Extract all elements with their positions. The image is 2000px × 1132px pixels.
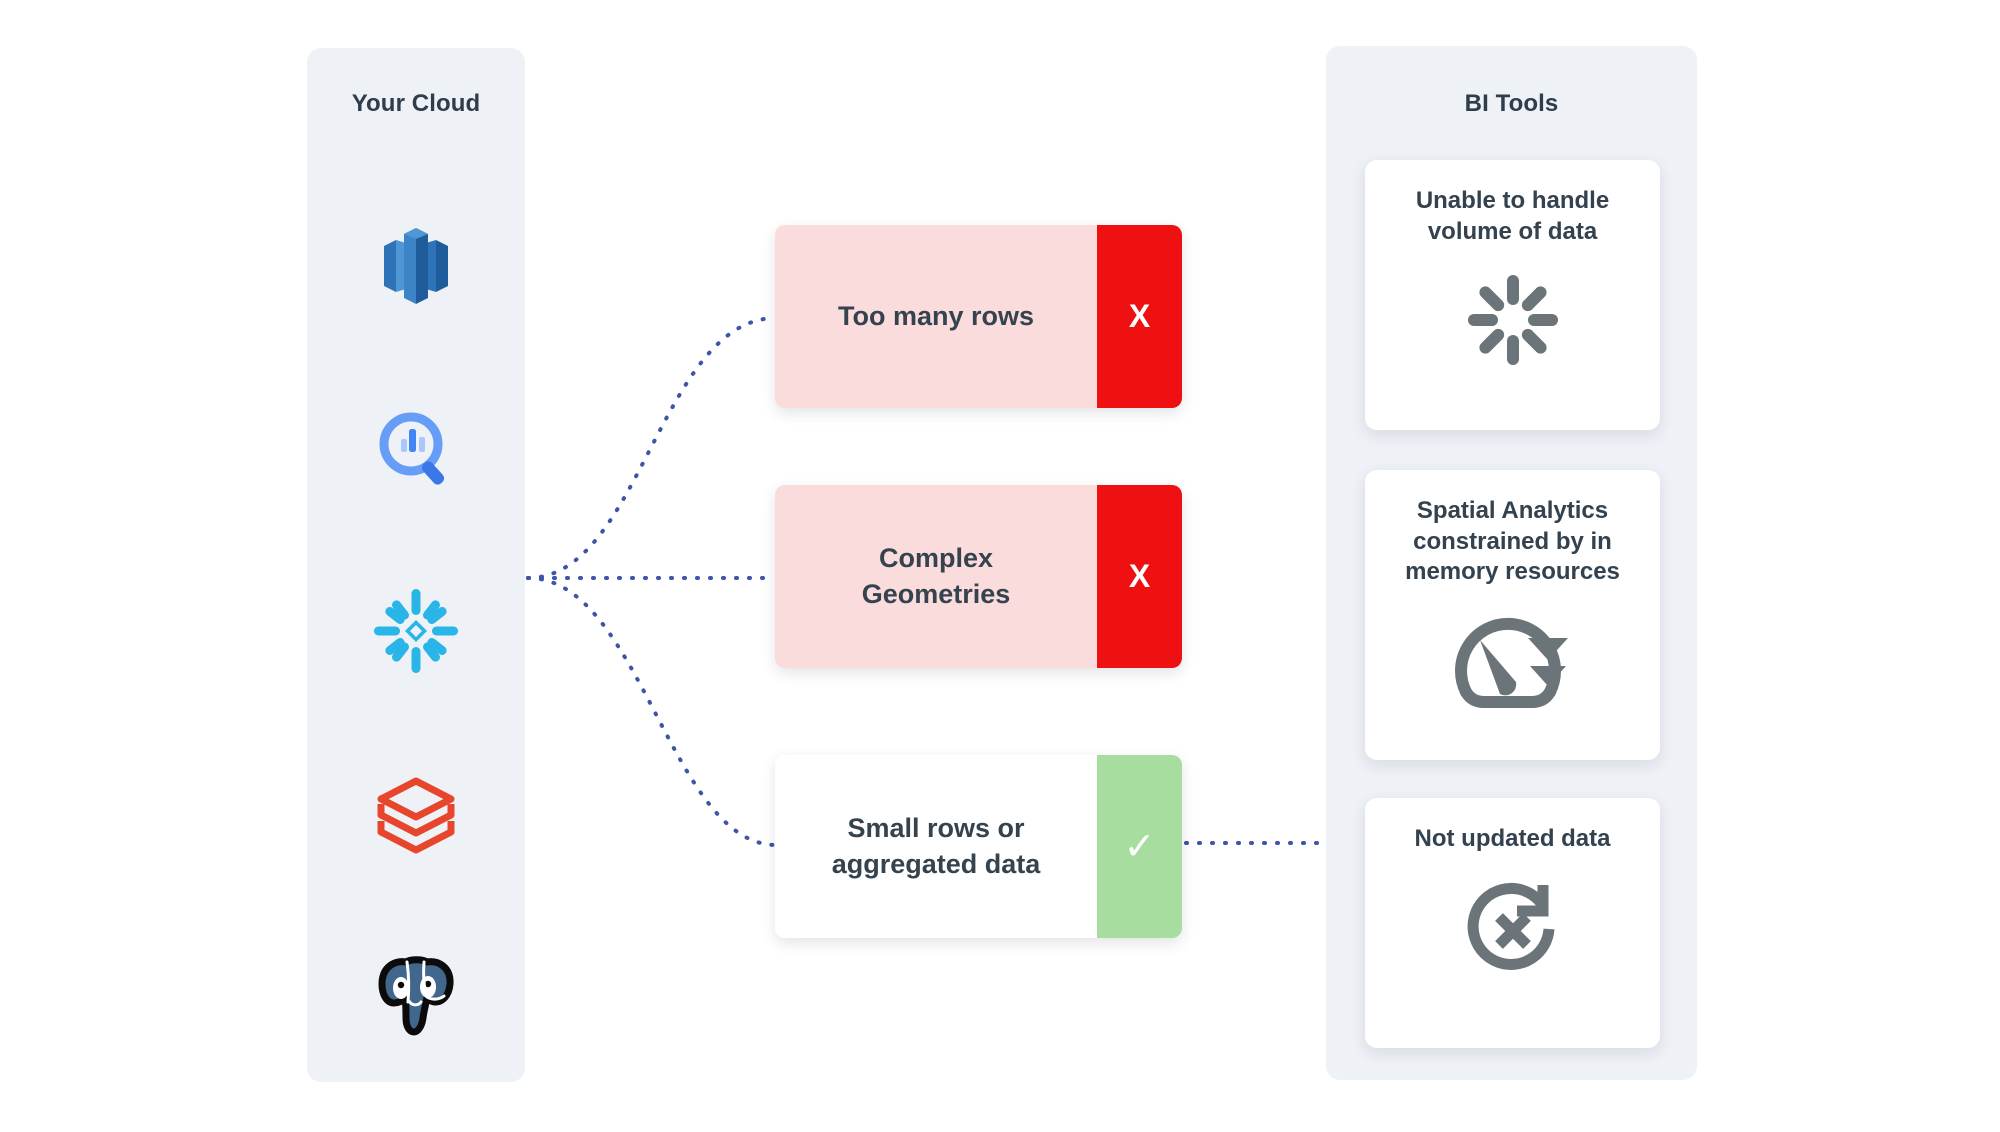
bi-card-not-updated-data[interactable]: Not updated data: [1365, 798, 1660, 1048]
cloud-item-postgresql[interactable]: [364, 944, 468, 1048]
cloud-item-snowflake[interactable]: [364, 579, 468, 683]
databricks-icon: [373, 771, 459, 857]
cloud-item-databricks[interactable]: [364, 762, 468, 866]
cloud-provider-list: [307, 196, 525, 1082]
bi-card-not-updated-data-title: Not updated data: [1414, 825, 1611, 852]
cloud-item-google-bigquery[interactable]: [364, 397, 468, 501]
card-complex-geometries[interactable]: Complex Geometries X: [775, 485, 1182, 668]
amazon-redshift-icon: [370, 220, 462, 312]
google-bigquery-icon: [372, 405, 460, 493]
cloud-item-amazon-redshift[interactable]: [364, 214, 468, 318]
refresh-error-icon: [1457, 873, 1569, 985]
card-complex-geometries-label: Complex Geometries: [775, 485, 1097, 668]
snowflake-icon: [368, 583, 464, 679]
bi-tools-title: BI Tools: [1464, 90, 1559, 117]
your-cloud-panel: Your Cloud: [307, 48, 525, 1082]
bi-card-spatial-analytics-title: Spatial Analytics constrained by in memo…: [1405, 497, 1620, 586]
card-too-many-rows-badge: X: [1097, 225, 1182, 408]
cross-icon: X: [1128, 298, 1151, 334]
card-small-rows-label: Small rows or aggregated data: [775, 755, 1097, 938]
card-too-many-rows-label: Too many rows: [775, 225, 1097, 408]
card-small-rows[interactable]: Small rows or aggregated data ✓: [775, 755, 1182, 938]
your-cloud-title: Your Cloud: [351, 90, 481, 117]
connector-to-small-rows: [526, 576, 777, 847]
card-too-many-rows[interactable]: Too many rows X: [775, 225, 1182, 408]
postgresql-icon: [368, 948, 464, 1044]
connector-to-too-many-rows: [526, 316, 777, 580]
card-small-rows-badge: ✓: [1097, 755, 1182, 938]
bi-card-spatial-analytics[interactable]: Spatial Analytics constrained by in memo…: [1365, 470, 1660, 760]
bi-card-volume-of-data-title: Unable to handle volume of data: [1415, 187, 1610, 245]
check-icon: ✓: [1123, 825, 1156, 868]
spinner-icon: [1458, 265, 1568, 375]
gauge-icon: [1454, 606, 1572, 710]
card-complex-geometries-badge: X: [1097, 485, 1182, 668]
bi-card-volume-of-data[interactable]: Unable to handle volume of data: [1365, 160, 1660, 430]
cross-icon: X: [1128, 558, 1151, 594]
